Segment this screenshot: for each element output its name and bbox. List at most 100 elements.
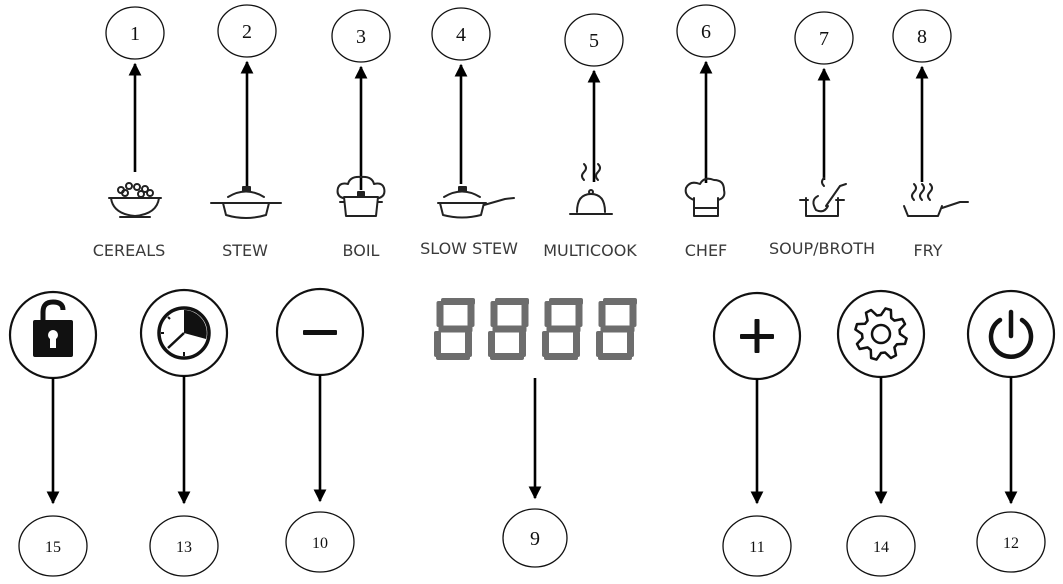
display-segment xyxy=(441,298,475,305)
callout-13 xyxy=(149,515,219,577)
callout-3 xyxy=(331,9,391,63)
display-segment xyxy=(573,331,580,357)
minus-control: 10 xyxy=(275,287,365,573)
display-segment xyxy=(465,331,472,357)
callout-number: 2 xyxy=(242,21,252,43)
display-digit xyxy=(488,298,529,360)
chef-hat-icon[interactable] xyxy=(684,177,726,217)
display-digits xyxy=(434,298,637,360)
timer-icon xyxy=(157,306,211,360)
display-segment xyxy=(549,298,583,305)
display-digit xyxy=(542,298,583,360)
display-segment xyxy=(544,301,552,327)
program-cereals: 1 CEREALS xyxy=(93,6,166,260)
plus-control: 11 xyxy=(712,291,802,577)
pan-lid-icon[interactable] xyxy=(437,186,515,219)
display-segment xyxy=(492,325,527,333)
program-label: CEREALS xyxy=(93,241,166,260)
display-segment xyxy=(596,331,603,357)
callout-number: 5 xyxy=(589,30,599,52)
display-digit xyxy=(434,298,475,360)
callout-number: 8 xyxy=(917,26,927,48)
callout-11 xyxy=(722,515,792,577)
display-segment xyxy=(603,298,637,305)
gear-hub xyxy=(870,323,892,345)
display-segment xyxy=(495,298,529,305)
frying-pan-icon[interactable] xyxy=(903,183,969,217)
callout-number: 13 xyxy=(176,539,192,556)
callout-number: 9 xyxy=(530,528,540,550)
lock-icon xyxy=(33,299,73,357)
display-segment xyxy=(436,301,444,327)
callout-7 xyxy=(794,11,854,65)
callout-2 xyxy=(217,4,277,58)
program-fry: 8 FRY xyxy=(892,9,969,260)
timer-control: 13 xyxy=(139,288,229,577)
display-segment xyxy=(434,331,441,357)
callout-1 xyxy=(105,6,165,60)
program-boil: 3 BOIL xyxy=(331,9,391,260)
plus-icon xyxy=(740,319,774,353)
program-multicook: 5 MULTICOOK xyxy=(543,13,637,260)
settings-control: 14 xyxy=(836,289,926,577)
display-segment xyxy=(436,353,470,360)
display-segment xyxy=(598,353,632,360)
callout-number: 14 xyxy=(873,539,889,556)
display-segment xyxy=(598,301,606,327)
program-label: STEW xyxy=(222,241,268,260)
callout-12 xyxy=(976,511,1046,573)
display-readout: 8888 xyxy=(534,374,537,376)
program-chef: 6 CHEF xyxy=(676,4,736,260)
callout-number: 7 xyxy=(819,28,829,50)
pot-lid-icon[interactable] xyxy=(210,186,282,219)
gear-outline xyxy=(854,307,908,361)
callout-number: 10 xyxy=(312,535,328,552)
display-segment xyxy=(542,331,549,357)
program-label: FRY xyxy=(913,241,942,260)
display-segment xyxy=(627,331,634,357)
callout-number: 6 xyxy=(701,21,711,43)
display-segment xyxy=(467,301,475,327)
callout-number: 15 xyxy=(45,539,61,556)
callout-4 xyxy=(431,7,491,61)
seven-segment-display: 8888 9 xyxy=(434,298,637,568)
display-segment xyxy=(519,331,526,357)
callout-number: 3 xyxy=(356,26,366,48)
callout-14 xyxy=(846,515,916,577)
callout-number: 11 xyxy=(749,539,764,556)
program-soup-broth: 7 SOUP/BROTH xyxy=(769,11,875,258)
display-segment xyxy=(521,301,529,327)
display-segment xyxy=(575,301,583,327)
power-control: 12 xyxy=(966,289,1056,573)
display-segment xyxy=(438,325,473,333)
program-label: SOUP/BROTH xyxy=(769,239,875,258)
program-label: BOIL xyxy=(343,241,380,260)
display-segment xyxy=(490,301,498,327)
callout-number: 1 xyxy=(130,23,140,45)
display-segment xyxy=(544,353,578,360)
cloche-icon[interactable] xyxy=(569,163,613,215)
callout-5 xyxy=(564,13,624,67)
callout-10 xyxy=(285,511,355,573)
bowl-icon[interactable] xyxy=(108,182,162,218)
callout-number: 12 xyxy=(1003,535,1019,552)
callout-8 xyxy=(892,9,952,63)
display-segment xyxy=(629,301,637,327)
program-label: MULTICOOK xyxy=(543,241,637,260)
display-segment xyxy=(546,325,581,333)
callout-9 xyxy=(502,508,568,568)
settings-button[interactable] xyxy=(836,289,926,379)
power-icon xyxy=(988,309,1034,359)
display-segment xyxy=(600,325,635,333)
gear-icon xyxy=(854,307,908,361)
lock-control: 15 xyxy=(8,290,98,577)
minus-icon xyxy=(303,330,337,335)
program-label: CHEF xyxy=(685,241,728,260)
ladle-pot-icon[interactable] xyxy=(799,177,847,217)
display-segment xyxy=(488,331,495,357)
callout-15 xyxy=(18,515,88,577)
display-digit xyxy=(596,298,637,360)
boiling-pot-icon[interactable] xyxy=(336,175,386,217)
